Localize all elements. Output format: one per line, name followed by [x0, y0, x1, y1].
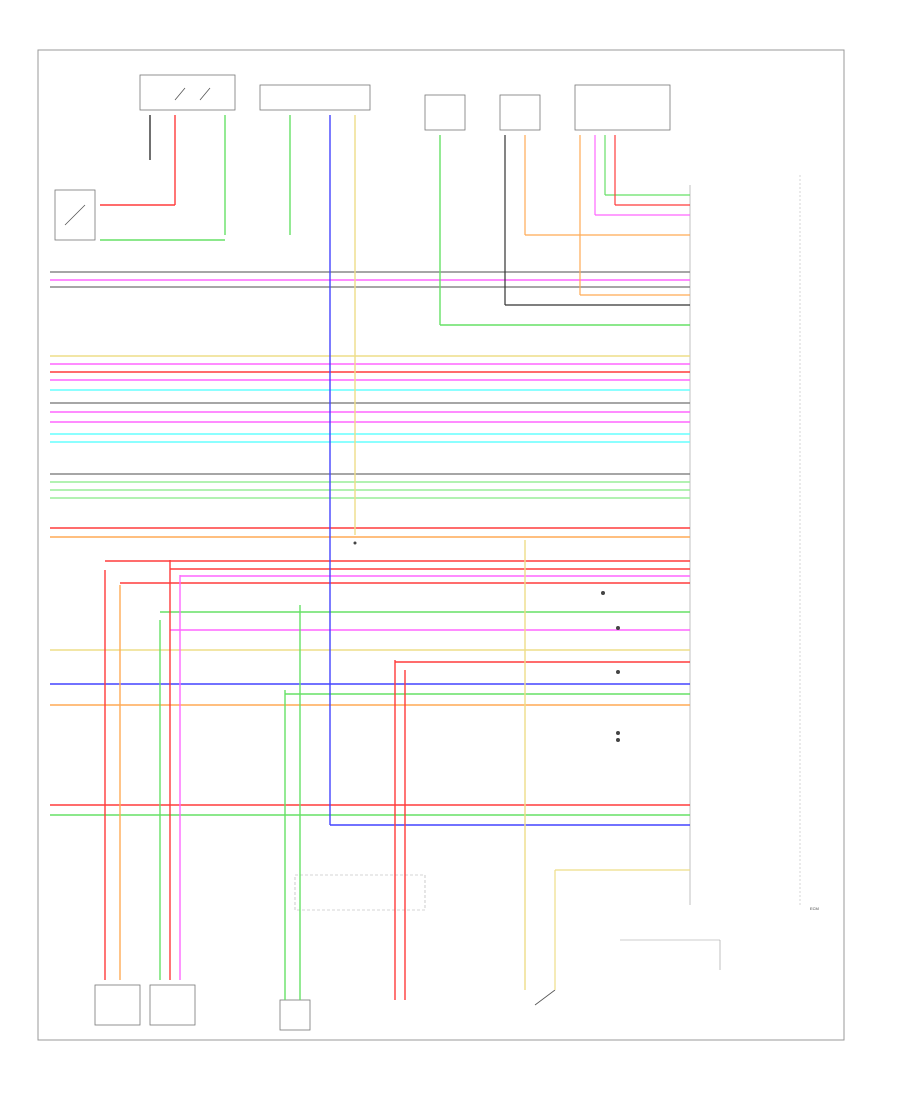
top-component-sensor-3	[574, 84, 671, 131]
top-component-switch-2	[259, 84, 371, 111]
bottom-sensor-3	[279, 999, 311, 1031]
vertical-drops	[100, 115, 690, 1000]
bottom-component-group	[94, 874, 721, 1031]
top-component-group	[54, 74, 671, 241]
top-component-switch-left	[54, 189, 96, 241]
top-component-switch-1	[139, 74, 236, 111]
top-component-sensor-1	[424, 94, 466, 131]
bottom-sensor-2	[149, 984, 196, 1026]
diagram-border	[37, 49, 845, 1041]
wire-harness	[50, 271, 690, 816]
splice-dots	[353, 541, 620, 742]
top-component-sensor-2	[499, 94, 541, 131]
bottom-connector-block	[294, 874, 426, 911]
ecm-label: ECM	[810, 906, 819, 911]
bottom-sensor-1	[94, 984, 141, 1026]
ecm-connector: ECM	[689, 175, 819, 911]
